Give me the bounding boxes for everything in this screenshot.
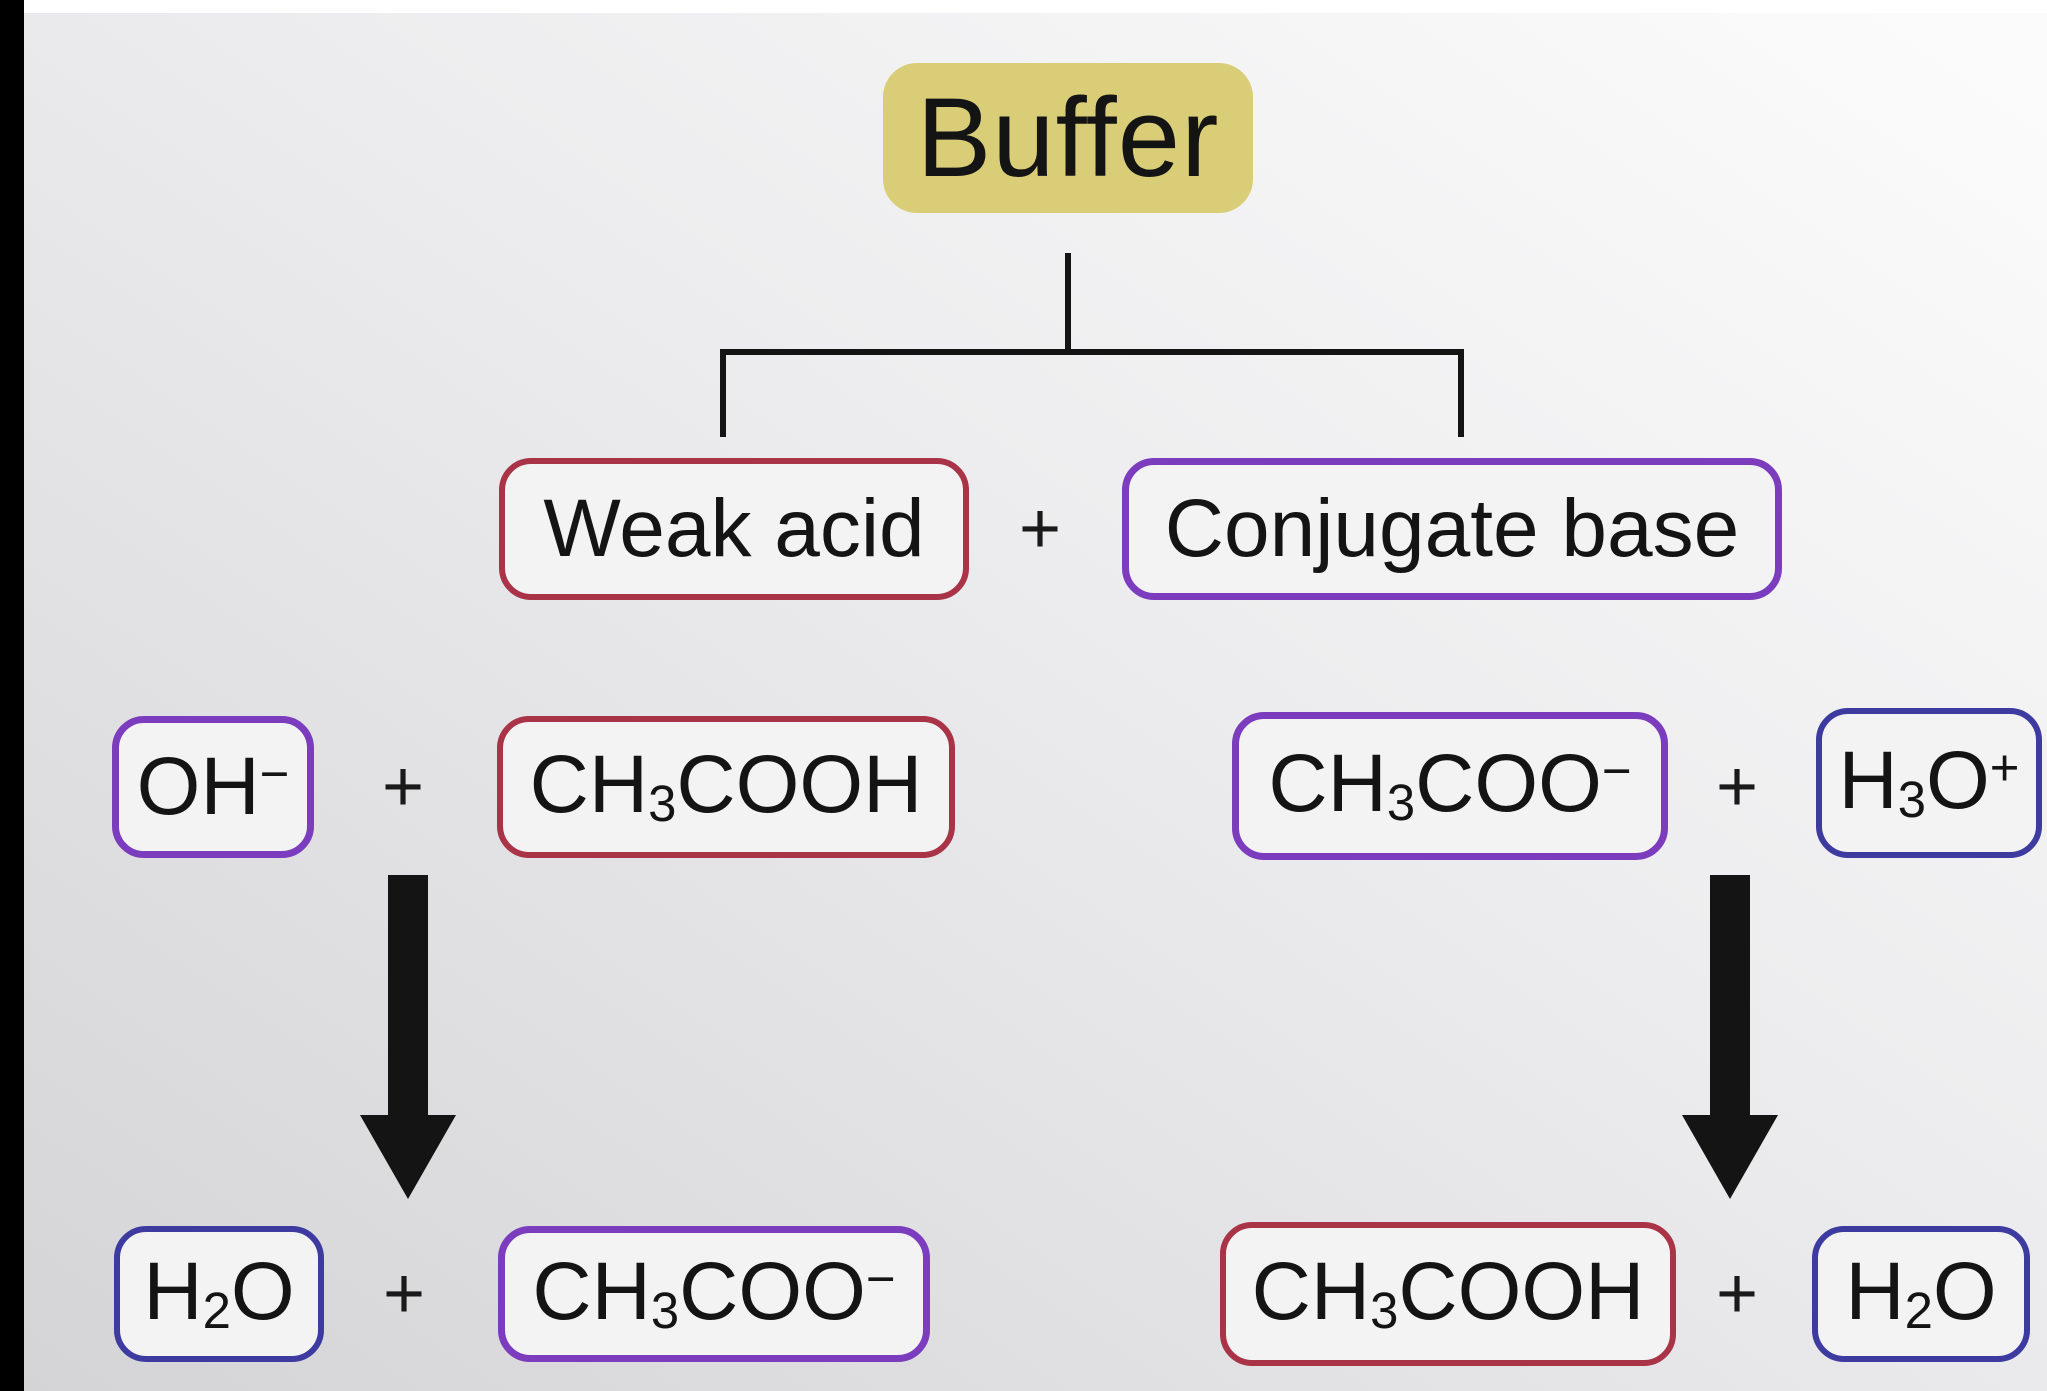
formula-part: CH [532, 1246, 651, 1337]
buffer-node: Buffer [883, 63, 1253, 213]
acetic-acid-node: CH3COOH [497, 716, 955, 858]
formula-subscript: 3 [1370, 1282, 1399, 1340]
down-arrow-icon [360, 875, 456, 1199]
acetate-node: CH3COO− [1232, 712, 1668, 860]
charge-superscript: − [1601, 742, 1632, 800]
formula-part: H [143, 1246, 203, 1337]
acetic-acid-formula: CH3COOH [1252, 1251, 1645, 1337]
water-node: H2O [114, 1226, 324, 1362]
formula-subscript: 2 [1904, 1282, 1933, 1340]
acetate-formula: CH3COO− [532, 1251, 895, 1337]
water-formula: H2O [143, 1251, 294, 1337]
conjugate-base-node: Conjugate base [1122, 458, 1782, 600]
formula-part: OH [136, 741, 260, 832]
water-formula: H2O [1845, 1251, 1996, 1337]
acetic-acid-formula: CH3COOH [530, 744, 923, 830]
formula-subscript: 2 [202, 1282, 231, 1340]
formula-part: COO [679, 1246, 866, 1337]
acetate-formula: CH3COO− [1268, 743, 1631, 829]
charge-superscript: − [865, 1250, 896, 1308]
formula-part: CH [1268, 738, 1387, 829]
plus-sign: + [382, 1254, 426, 1334]
formula-part: CH [529, 739, 649, 830]
formula-part: O [230, 1246, 295, 1337]
plus-sign: + [1715, 747, 1759, 827]
buffer-label: Buffer [916, 75, 1220, 200]
plus-sign: + [381, 747, 425, 827]
formula-subscript: 3 [648, 775, 677, 833]
formula-subscript: 3 [650, 1282, 680, 1340]
conjugate-base-label: Conjugate base [1164, 483, 1740, 574]
tree-stem-line [1065, 253, 1071, 353]
formula-part: O [1926, 735, 1990, 826]
formula-part: H [1845, 1246, 1905, 1337]
formula-part: CH [1251, 1246, 1371, 1337]
formula-subscript: 3 [1386, 774, 1416, 832]
tree-horizontal-line [720, 349, 1464, 355]
formula-part: COO [1415, 738, 1602, 829]
acetate-node: CH3COO− [498, 1226, 930, 1362]
formula-part: COOH [676, 739, 923, 830]
plus-sign: + [1018, 489, 1062, 569]
down-arrow-icon [1682, 875, 1778, 1199]
charge-superscript: + [1989, 739, 2020, 797]
water-node: H2O [1812, 1226, 2030, 1362]
hydroxide-node: OH− [112, 716, 314, 858]
top-white-strip [24, 0, 2047, 13]
formula-part: H [1838, 735, 1898, 826]
tree-right-drop-line [1458, 349, 1464, 437]
plus-sign: + [1715, 1254, 1759, 1334]
hydronium-formula: H3O+ [1839, 740, 2020, 826]
left-black-bar [0, 0, 24, 1391]
formula-part: COOH [1398, 1246, 1645, 1337]
tree-left-drop-line [720, 349, 726, 437]
formula-subscript: 3 [1897, 771, 1926, 829]
weak-acid-label: Weak acid [543, 483, 925, 574]
hydroxide-formula: OH− [137, 746, 290, 828]
hydronium-node: H3O+ [1816, 708, 2042, 858]
formula-part: O [1932, 1246, 1997, 1337]
acetic-acid-node: CH3COOH [1220, 1222, 1676, 1366]
charge-superscript: − [259, 745, 290, 803]
weak-acid-node: Weak acid [499, 458, 969, 600]
